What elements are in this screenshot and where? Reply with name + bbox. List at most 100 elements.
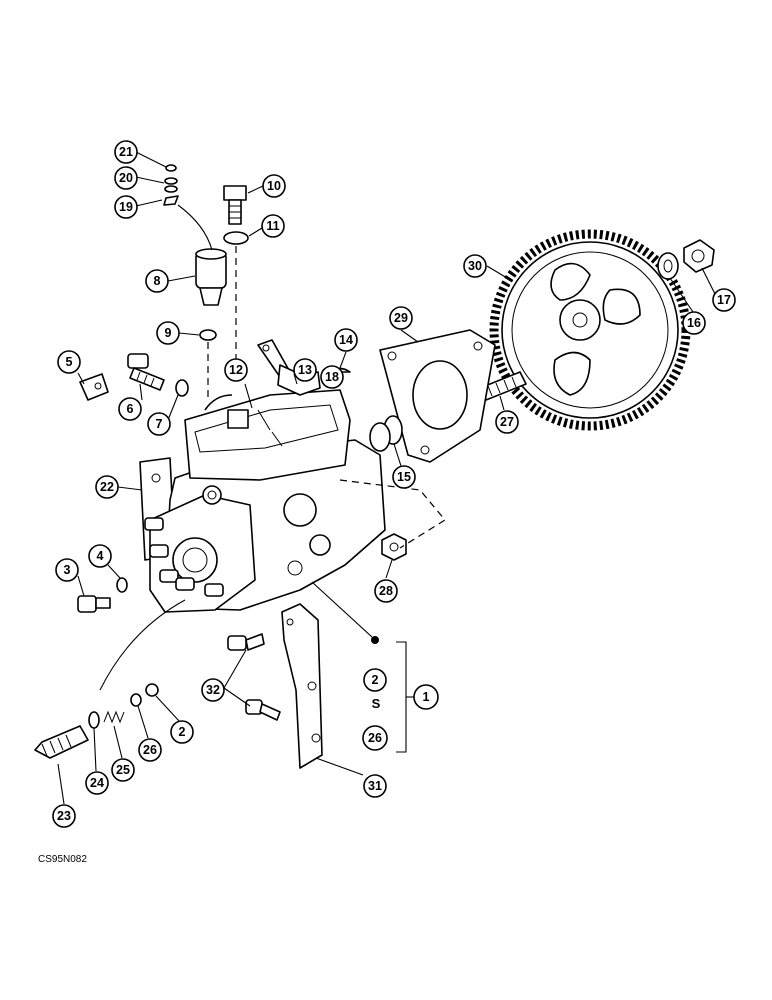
flange-nut <box>381 533 407 561</box>
svg-text:21: 21 <box>119 145 133 159</box>
callout-23: 23 <box>52 804 76 828</box>
figure-code: CS95N082 <box>38 854 87 865</box>
svg-text:12: 12 <box>229 363 243 377</box>
svg-text:32: 32 <box>206 683 220 697</box>
svg-text:30: 30 <box>468 259 482 273</box>
svg-text:4: 4 <box>97 549 104 563</box>
svg-text:6: 6 <box>127 402 134 416</box>
terminal-hardware <box>163 164 179 206</box>
callout-10: 10 <box>262 174 286 198</box>
callout-8: 8 <box>145 269 169 293</box>
svg-text:15: 15 <box>397 470 411 484</box>
valve-washer <box>88 711 100 729</box>
callout-15: 15 <box>392 465 416 489</box>
callout-11: 11 <box>261 214 285 238</box>
callout-9: 9 <box>156 321 180 345</box>
injection-pump-body <box>139 339 391 613</box>
bracket-bolt-upper <box>227 633 265 651</box>
callout-19: 19 <box>114 195 138 219</box>
legend-separator: S <box>372 696 381 711</box>
callout-7: 7 <box>147 412 171 436</box>
svg-text:8: 8 <box>154 274 161 288</box>
svg-text:14: 14 <box>339 333 353 347</box>
assembly-line <box>339 479 446 549</box>
gasket <box>379 329 496 463</box>
callout-20: 20 <box>114 166 138 190</box>
svg-text:27: 27 <box>500 415 514 429</box>
bracket-bolt-lower <box>245 699 281 721</box>
assembly-dot <box>371 636 379 644</box>
gear-nut <box>683 239 715 273</box>
legend-from: 2 <box>363 668 387 692</box>
small-o-ring <box>175 379 189 397</box>
callout-30: 30 <box>463 254 487 278</box>
svg-text:10: 10 <box>267 179 281 193</box>
drive-gear <box>489 229 691 431</box>
svg-text:28: 28 <box>379 584 393 598</box>
callout-16: 16 <box>682 311 706 335</box>
svg-text:23: 23 <box>57 809 71 823</box>
legend-group: 1 <box>413 684 439 710</box>
plug-bolt <box>77 595 111 613</box>
sealing-washer <box>223 231 249 245</box>
callout-3: 3 <box>55 558 79 582</box>
assembly-line <box>99 599 186 691</box>
retaining-plate <box>79 373 109 401</box>
support-bracket <box>281 603 323 769</box>
plug-washer <box>116 577 128 593</box>
delivery-valve-holder <box>34 725 89 759</box>
callout-6: 6 <box>118 397 142 421</box>
svg-text:22: 22 <box>100 480 114 494</box>
svg-text:20: 20 <box>119 171 133 185</box>
callout-32: 32 <box>201 678 225 702</box>
callout-27: 27 <box>495 410 519 434</box>
svg-text:2: 2 <box>372 673 379 687</box>
svg-text:29: 29 <box>394 311 408 325</box>
callout-25: 25 <box>111 758 135 782</box>
svg-text:18: 18 <box>325 370 339 384</box>
svg-text:1: 1 <box>423 690 430 704</box>
svg-text:17: 17 <box>717 293 731 307</box>
valve-seal <box>130 693 142 707</box>
svg-text:5: 5 <box>66 355 73 369</box>
svg-text:9: 9 <box>165 326 172 340</box>
svg-text:16: 16 <box>687 316 701 330</box>
legend-to: 26 <box>362 725 388 751</box>
leader-line <box>311 581 373 638</box>
valve-gasket <box>145 683 159 697</box>
callout-28: 28 <box>374 579 398 603</box>
svg-text:19: 19 <box>119 200 133 214</box>
assembly-line <box>177 204 213 251</box>
callout-24: 24 <box>85 771 109 795</box>
adjusting-screw <box>127 353 165 391</box>
svg-text:3: 3 <box>64 563 71 577</box>
callout-31: 31 <box>363 774 387 798</box>
callout-17: 17 <box>712 288 736 312</box>
callout-29: 29 <box>389 306 413 330</box>
svg-text:2: 2 <box>179 725 186 739</box>
callout-21: 21 <box>114 140 138 164</box>
svg-text:13: 13 <box>298 363 312 377</box>
callout-18: 18 <box>320 365 344 389</box>
callout-14: 14 <box>334 328 358 352</box>
callout-22: 22 <box>95 475 119 499</box>
solenoid-washer <box>199 329 217 341</box>
valve-spring <box>103 710 125 724</box>
svg-text:26: 26 <box>143 743 157 757</box>
callout-5: 5 <box>57 350 81 374</box>
shutoff-solenoid <box>195 248 227 306</box>
svg-text:26: 26 <box>368 731 382 745</box>
lock-washer <box>657 252 679 280</box>
svg-text:25: 25 <box>116 763 130 777</box>
svg-text:31: 31 <box>368 779 382 793</box>
callout-4: 4 <box>88 544 112 568</box>
callout-13: 13 <box>293 358 317 382</box>
svg-text:24: 24 <box>90 776 104 790</box>
svg-text:7: 7 <box>156 417 163 431</box>
callout-2: 2 <box>170 720 194 744</box>
banjo-bolt <box>223 185 247 225</box>
legend-bracket <box>396 641 407 753</box>
svg-text:11: 11 <box>266 219 279 233</box>
callout-26: 26 <box>138 738 162 762</box>
